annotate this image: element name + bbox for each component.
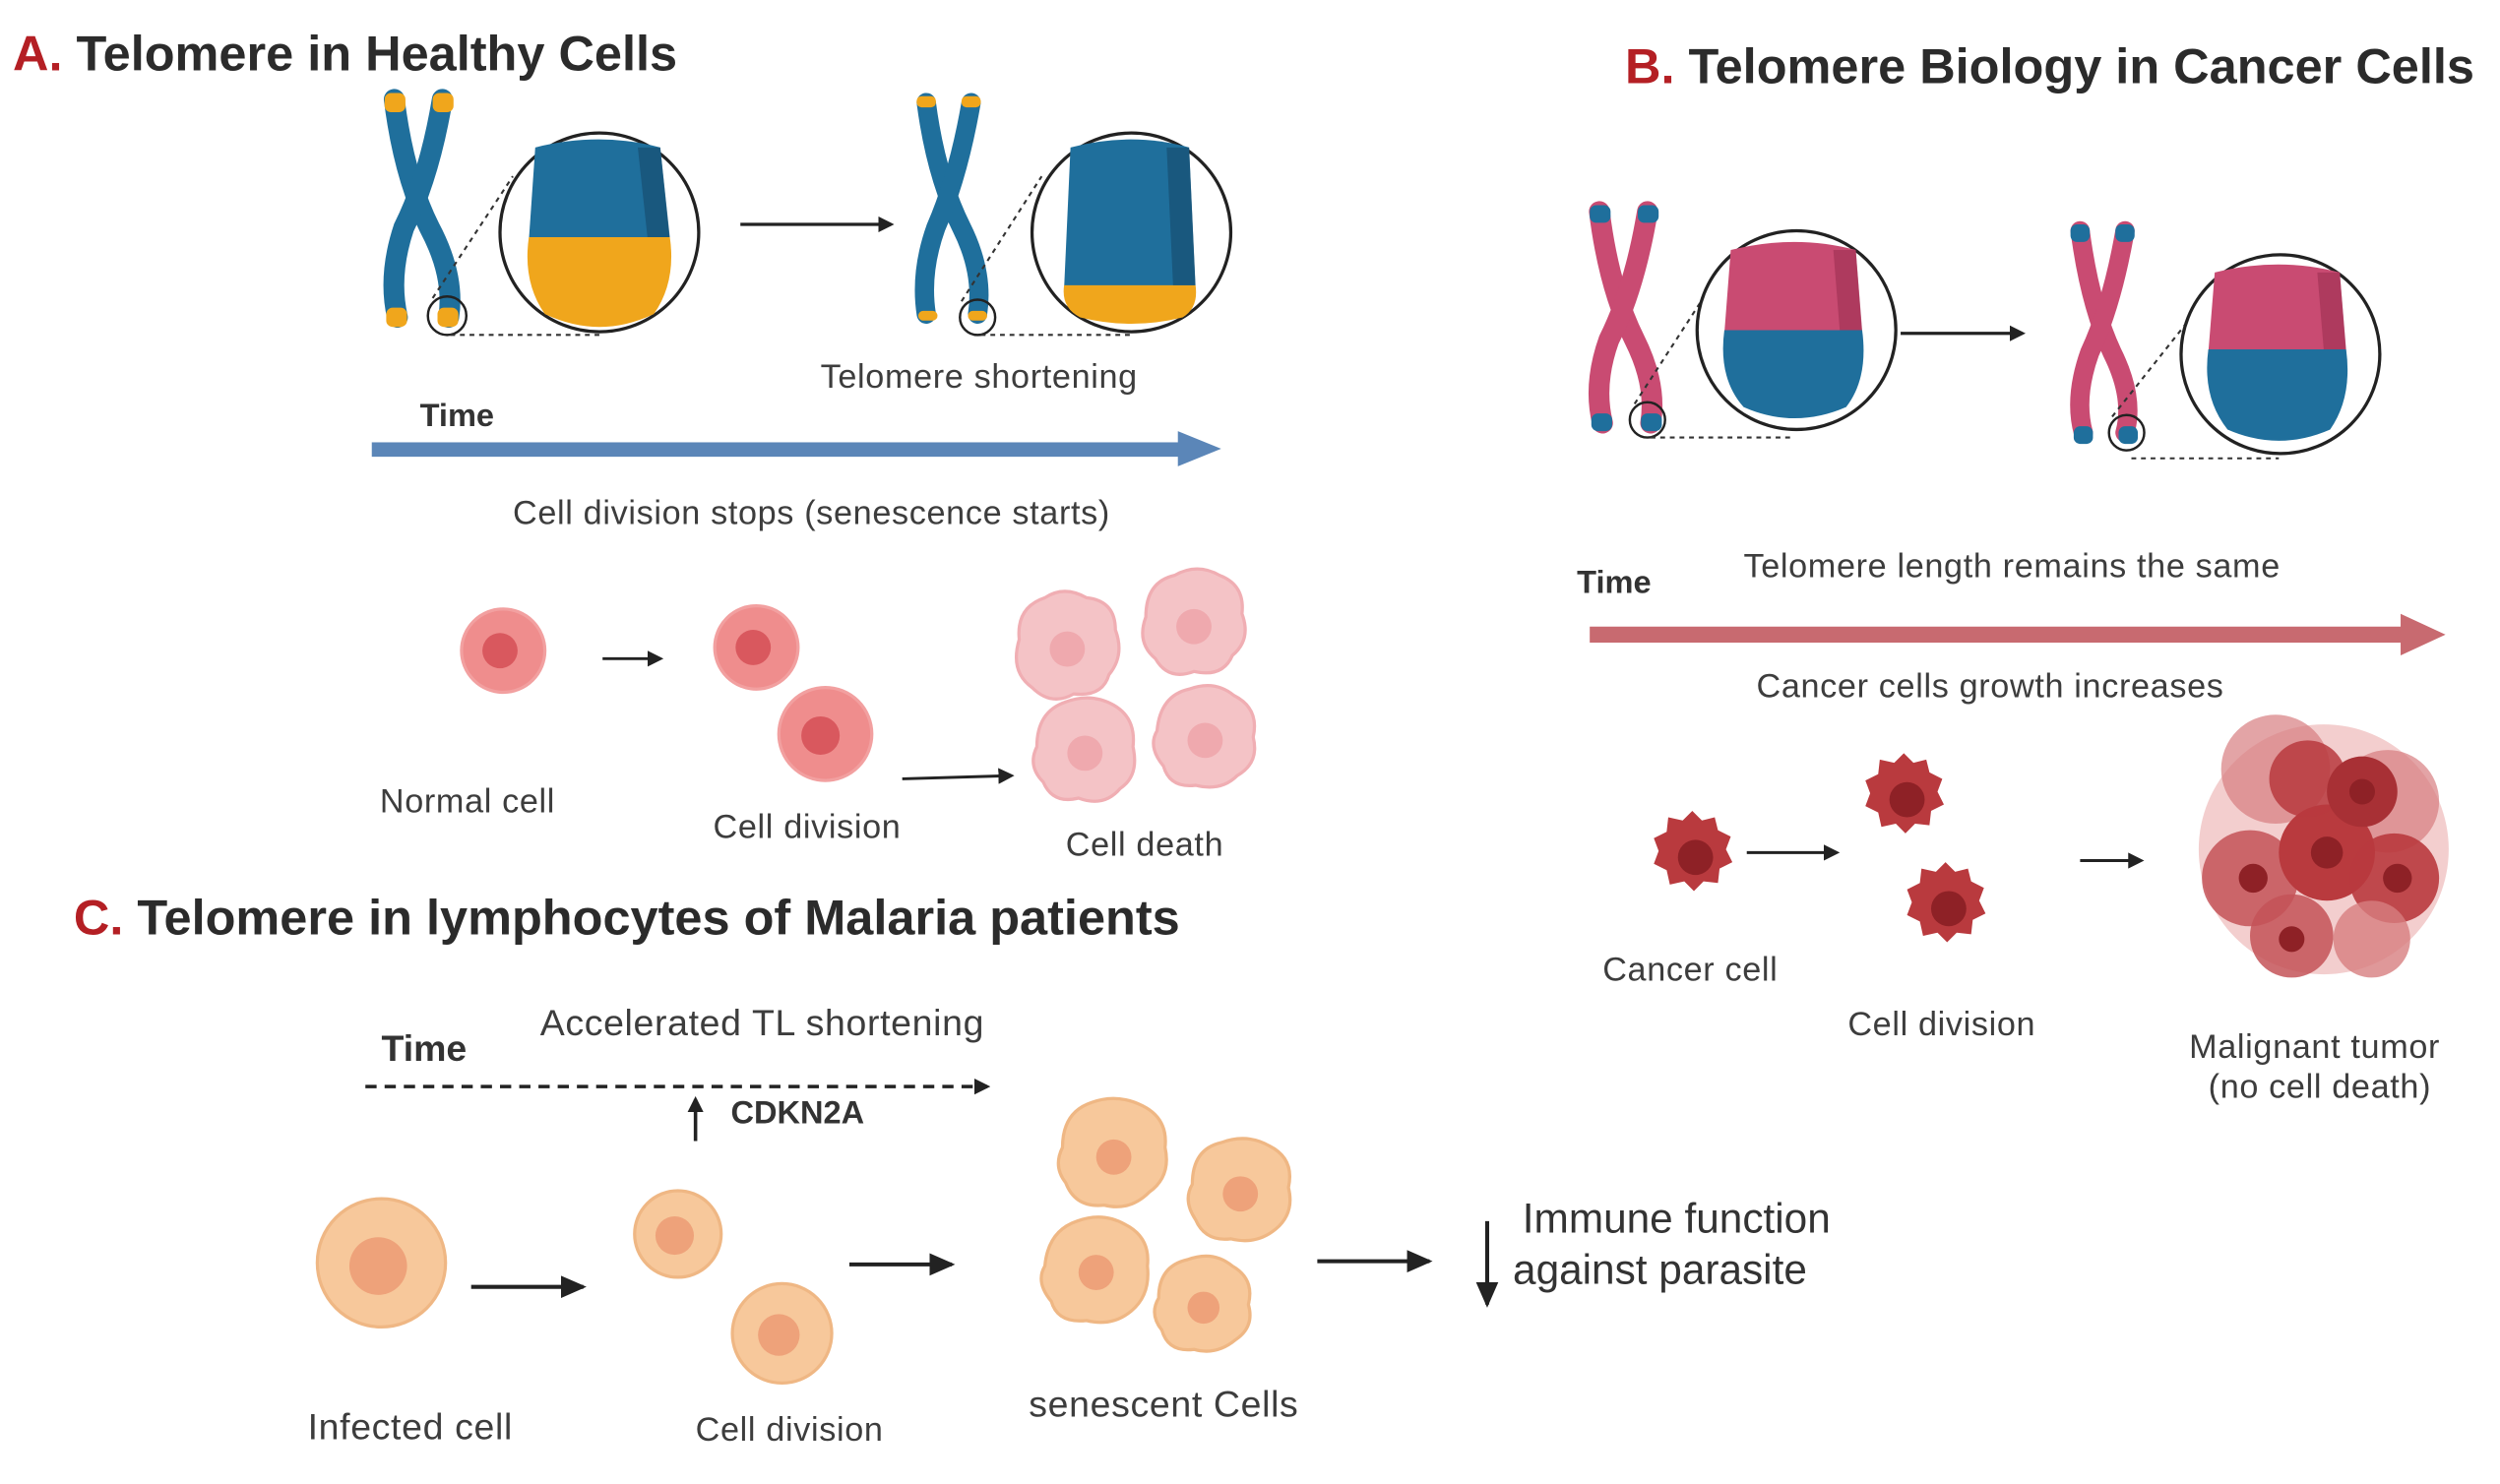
label-cdkn2a: CDKN2A bbox=[730, 1095, 865, 1132]
malignant-tumor bbox=[2198, 714, 2449, 978]
label-length-same: Telomere length remains the same bbox=[1743, 547, 2281, 586]
chromosome-healthy-short bbox=[914, 93, 997, 337]
zoom-telomere-long bbox=[431, 131, 701, 337]
time-arrow-a bbox=[371, 431, 1221, 466]
infected-cell bbox=[315, 1197, 448, 1329]
label-cell-death: Cell death bbox=[1065, 827, 1224, 864]
label-accelerated: Accelerated TL shortening bbox=[539, 1001, 985, 1044]
panel-a-title-text: Telomere in Healthy Cells bbox=[76, 26, 678, 83]
dividing-infected-cells bbox=[633, 1189, 834, 1386]
panel-b-title-text: Telomere Biology in Cancer Cells bbox=[1688, 38, 2474, 95]
label-immune-2: against parasite bbox=[1513, 1245, 1807, 1294]
label-tumor-2: (no cell death) bbox=[2208, 1069, 2432, 1106]
normal-cell bbox=[460, 607, 547, 695]
chromosome-cancer-long-2 bbox=[2070, 220, 2146, 452]
panel-a-letter: A. bbox=[13, 26, 63, 83]
zoom-cancer-telomere-2 bbox=[2111, 253, 2382, 460]
label-time-c: Time bbox=[381, 1026, 468, 1070]
dividing-cancer-cells bbox=[1865, 753, 1986, 943]
panel-c-title-text: Telomere in lymphocytes of Malaria patie… bbox=[137, 889, 1180, 946]
label-immune-1: Immune function bbox=[1522, 1194, 1831, 1243]
panel-a-title: A. Telomere in Healthy Cells bbox=[13, 29, 677, 78]
arrow-a-division-to-death bbox=[902, 768, 1015, 784]
chromosome-healthy-long bbox=[383, 89, 469, 337]
zoom-telomere-short bbox=[961, 131, 1233, 337]
label-telomere-shortening: Telomere shortening bbox=[820, 358, 1138, 397]
label-time-a: Time bbox=[419, 399, 495, 435]
panel-c-title: C. Telomere in lymphocytes of Malaria pa… bbox=[74, 893, 1180, 942]
label-senescent: senescent Cells bbox=[1029, 1383, 1299, 1425]
dead-cells bbox=[1015, 567, 1257, 803]
label-tumor-1: Malignant tumor bbox=[2189, 1028, 2441, 1066]
panel-b-letter: B. bbox=[1624, 38, 1675, 95]
label-infected-cell: Infected cell bbox=[307, 1405, 513, 1448]
label-growth-increases: Cancer cells growth increases bbox=[1756, 668, 2224, 706]
panel-c-letter: C. bbox=[73, 889, 124, 946]
panel-b-title: B. Telomere Biology in Cancer Cells bbox=[1625, 41, 2474, 91]
label-cell-division-a: Cell division bbox=[713, 809, 902, 846]
chromosome-cancer-long bbox=[1588, 201, 1666, 439]
label-cancer-cell: Cancer cell bbox=[1602, 952, 1779, 989]
label-cell-division-c: Cell division bbox=[695, 1411, 884, 1450]
senescent-cells bbox=[1039, 1096, 1292, 1353]
time-arrow-b bbox=[1590, 613, 2446, 656]
label-division-stops: Cell division stops (senescence starts) bbox=[513, 495, 1110, 532]
label-time-b: Time bbox=[1577, 565, 1652, 601]
label-normal-cell: Normal cell bbox=[379, 783, 556, 821]
zoom-cancer-telomere-1 bbox=[1633, 228, 1898, 439]
label-cell-division-b: Cell division bbox=[1847, 1006, 2036, 1044]
cancer-cell bbox=[1654, 811, 1733, 892]
dividing-cells-a bbox=[713, 603, 874, 782]
